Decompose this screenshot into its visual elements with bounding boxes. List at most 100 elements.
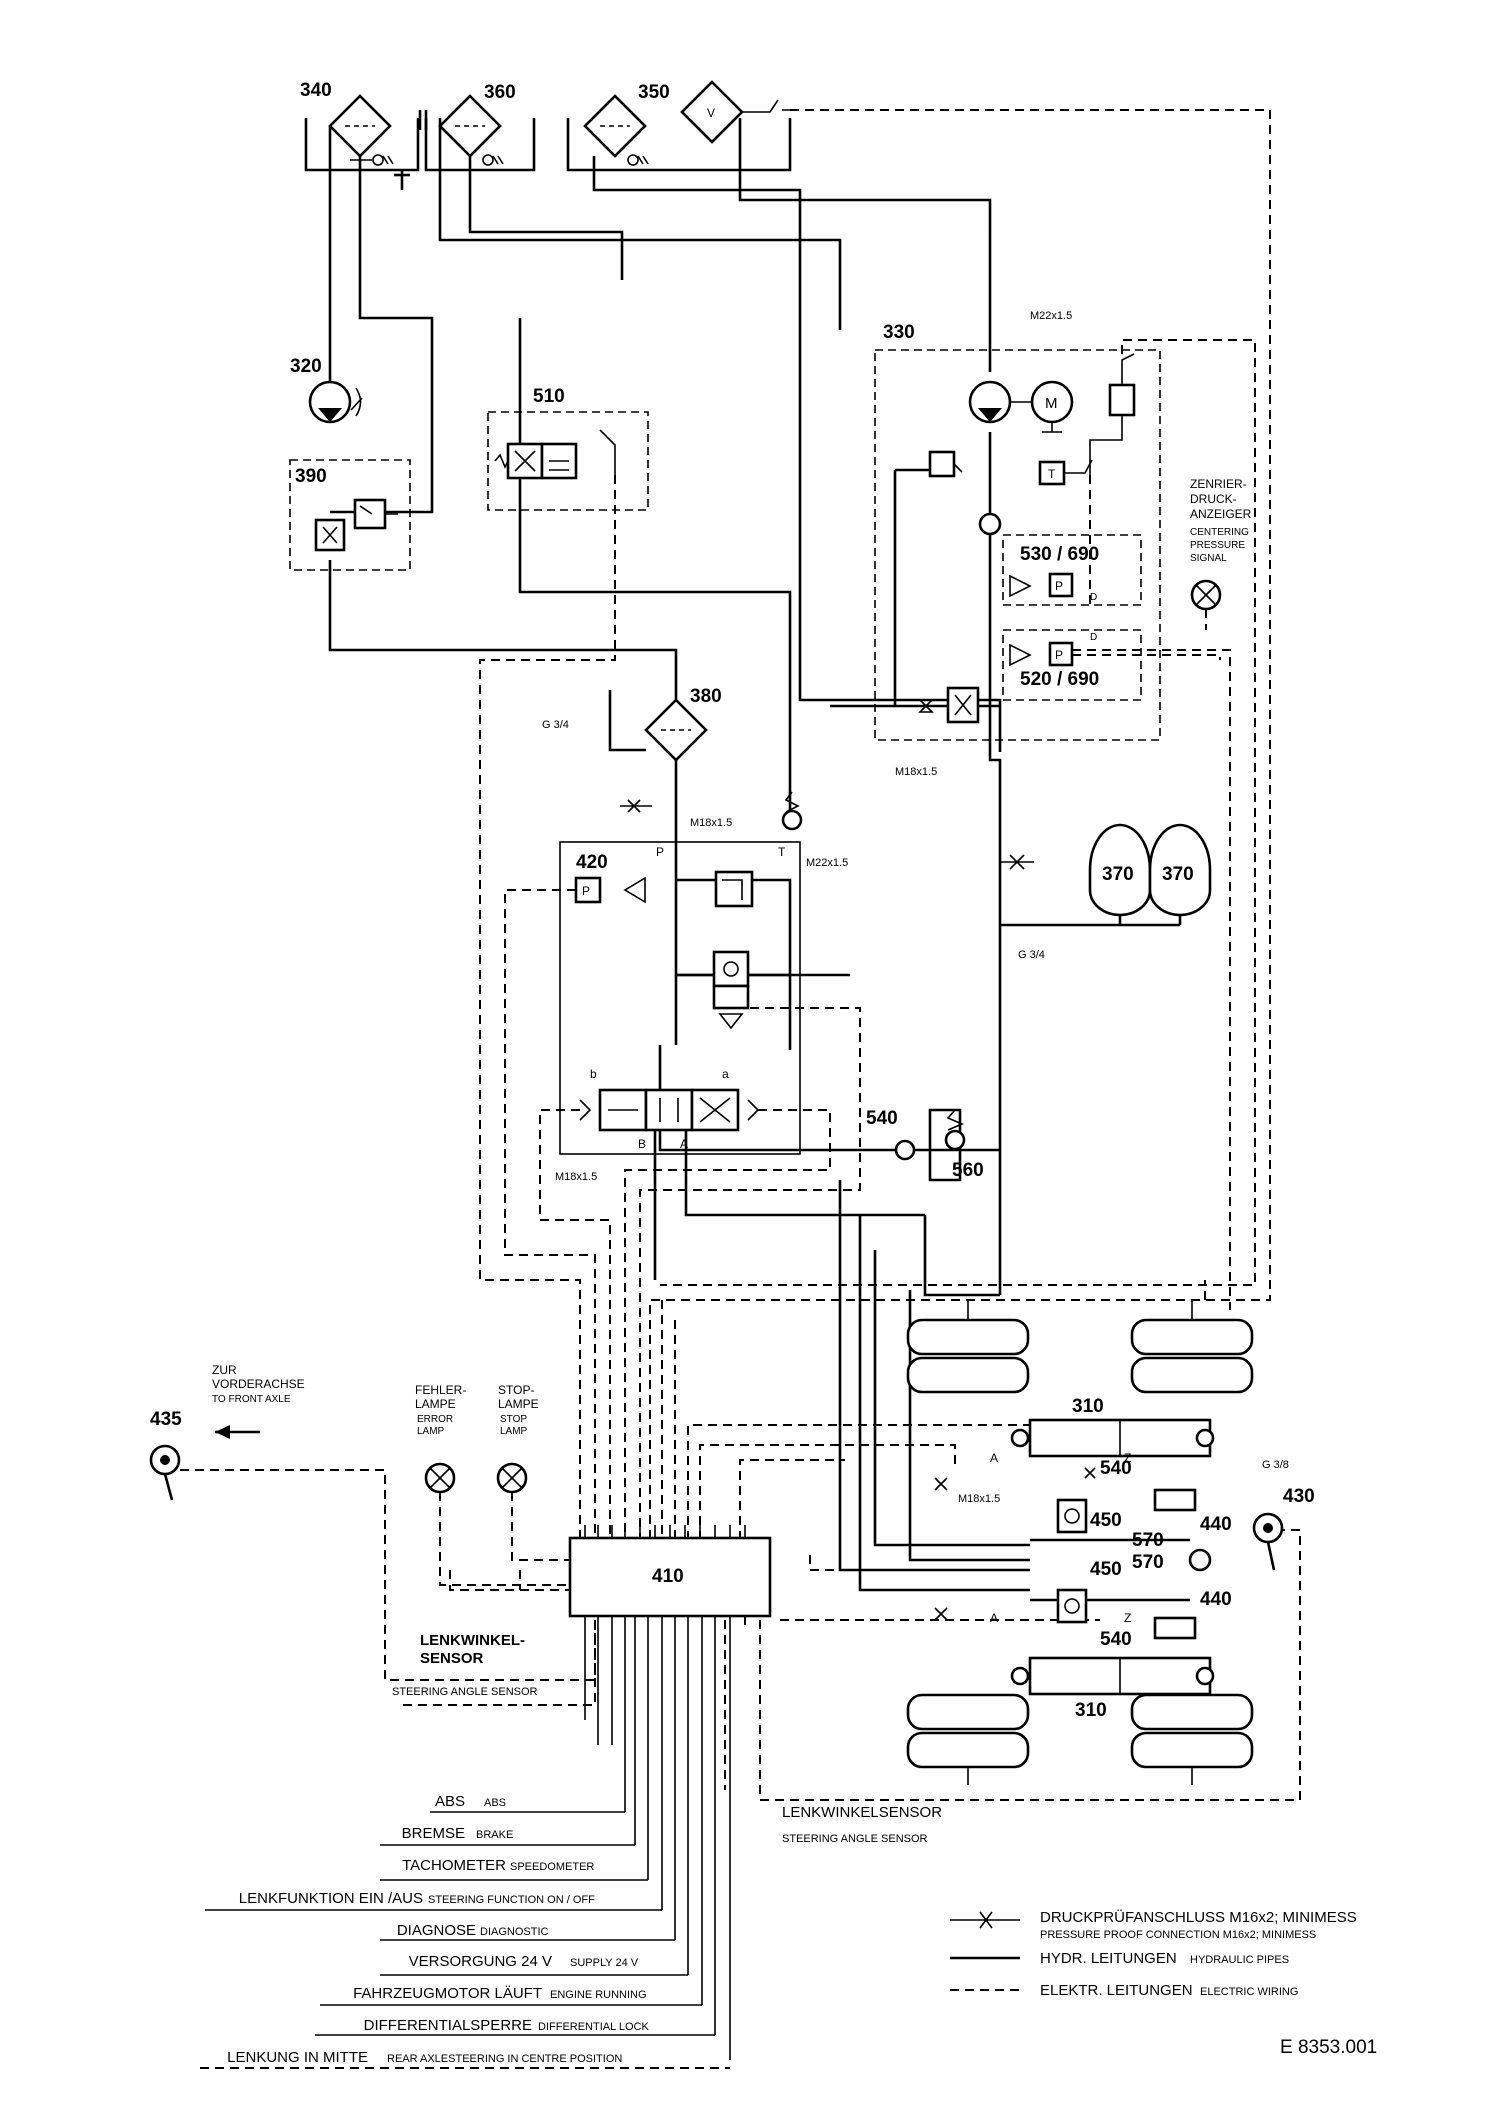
front-axle-de-1: ZUR: [212, 1363, 237, 1377]
solenoid-a-label: a: [722, 1067, 729, 1081]
error-lamp-de-2: LAMPE: [415, 1397, 456, 1411]
centering-en-1: CENTERING: [1190, 527, 1249, 538]
label-340: 340: [300, 80, 332, 101]
sensor-right-de: LENKWINKELSENSOR: [782, 1804, 942, 1821]
port-p: P: [656, 845, 664, 859]
svg-text:DIAGNOSTIC: DIAGNOSTIC: [480, 1926, 549, 1938]
front-axle-de-2: VORDERACHSE: [212, 1377, 305, 1391]
svg-text:SUPPLY 24 V: SUPPLY 24 V: [570, 1957, 639, 1969]
signal-speedometer: TACHOMETER SPEEDOMETER: [380, 1857, 648, 1881]
label-560: 560: [952, 1160, 984, 1181]
port-m22-t: M22x1.5: [806, 857, 848, 869]
port-a2: A: [990, 1611, 998, 1625]
d1-label: D: [1090, 632, 1097, 643]
port-g34-filter: G 3/4: [542, 719, 569, 731]
port-a: A: [680, 1137, 688, 1151]
solenoid-b-label: b: [590, 1067, 597, 1081]
rear-valves: 540 540 440 440 450 450 570 570 G 3/8 M1…: [934, 1451, 1289, 1650]
label-540-b: 540: [1100, 1458, 1132, 1479]
power-unit-330: 330 M22x1.5 M T 530 / 690 P D 520 / 690 …: [874, 310, 1161, 778]
signal-centre-position: LENKUNG IN MITTE REAR AXLESTEERING IN CE…: [200, 2049, 730, 2069]
signal-list: ABS ABS BREMSE BRAKE TACHOMETER SPEEDOME…: [200, 1793, 730, 2069]
port-m18-ab: M18x1.5: [555, 1171, 597, 1183]
label-540-a: 540: [866, 1108, 898, 1129]
svg-text:STEERING FUNCTION ON / OFF: STEERING FUNCTION ON / OFF: [428, 1894, 595, 1906]
signal-abs: ABS ABS: [430, 1793, 625, 1813]
error-lamp-en-2: LAMP: [417, 1426, 445, 1437]
label-330: 330: [883, 322, 915, 343]
valve-390: 390: [289, 459, 411, 571]
centering-de-1: ZENRIER-: [1190, 477, 1247, 491]
label-450-a: 450: [1090, 1510, 1122, 1531]
label-380: 380: [690, 686, 722, 707]
port-z1: Z: [1124, 1451, 1131, 1465]
label-510: 510: [533, 386, 565, 407]
stop-lamp-de-2: LAMPE: [498, 1397, 539, 1411]
label-430: 430: [1283, 1486, 1315, 1507]
stop-lamp-en-1: STOP: [500, 1414, 527, 1425]
legend-test-port-en: PRESSURE PROOF CONNECTION M16x2; MINIMES…: [1040, 1929, 1316, 1941]
label-540-c: 540: [1100, 1629, 1132, 1650]
signal-diagnostic: DIAGNOSE DIAGNOSTIC: [380, 1922, 675, 1941]
filter-check-valves: [350, 154, 649, 166]
legend-test-port-symbol: [950, 1911, 1020, 1929]
pressure-switch-label-3: P: [582, 884, 590, 898]
sensor-left-de-2: SENSOR: [420, 1650, 484, 1667]
sensor-left-en: STEERING ANGLE SENSOR: [392, 1686, 538, 1698]
valve-block-420: 420 P T M18x1.5 M22x1.5 P b a B A M18x1.…: [555, 791, 848, 1183]
valves-540-560: 540 560: [866, 1108, 984, 1181]
centering-pressure-signal: ZENRIER- DRUCK- ANZEIGER CENTERING PRESS…: [1190, 477, 1252, 611]
left-steering-sensor: LENKWINKEL- SENSOR STEERING ANGLE SENSOR: [392, 1632, 538, 1698]
filter-380: 380 G 3/4: [542, 686, 722, 813]
port-z2: Z: [1124, 1611, 1131, 1625]
error-lamp-en-1: ERROR: [417, 1414, 453, 1425]
legend-hydraulic-en: HYDRAULIC PIPES: [1190, 1954, 1289, 1966]
svg-text:LENKFUNKTION EIN /AUS: LENKFUNKTION EIN /AUS: [239, 1890, 423, 1907]
port-m18-p: M18x1.5: [690, 817, 732, 829]
centering-de-2: DRUCK-: [1190, 492, 1237, 506]
centering-en-3: SIGNAL: [1190, 553, 1227, 564]
port-g34-acc: G 3/4: [1018, 949, 1045, 961]
valve-510: 510: [487, 386, 649, 511]
pressure-switch-label-1: P: [1055, 579, 1063, 593]
signal-steering-on-off: LENKFUNKTION EIN /AUS STEERING FUNCTION …: [205, 1890, 662, 1911]
port-m18-rear: M18x1.5: [958, 1493, 1000, 1505]
svg-text:LENKUNG IN MITTE: LENKUNG IN MITTE: [227, 2049, 368, 2066]
svg-text:REAR AXLESTEERING IN CENTRE PO: REAR AXLESTEERING IN CENTRE POSITION: [387, 2053, 622, 2065]
label-440-b: 440: [1200, 1589, 1232, 1610]
svg-text:BREMSE: BREMSE: [402, 1825, 465, 1842]
port-a1: A: [990, 1451, 998, 1465]
svg-text:FAHRZEUGMOTOR LÄUFT: FAHRZEUGMOTOR LÄUFT: [353, 1985, 542, 2002]
port-m18-mid: M18x1.5: [895, 766, 937, 778]
label-350: 350: [638, 82, 670, 103]
rear-axle: 310 310 540 540 440 440 450 450 570 570 …: [906, 1300, 1315, 1785]
level-switch: V: [680, 80, 790, 144]
electric-wiring: [180, 109, 1301, 1801]
filter-360: 360: [438, 82, 516, 158]
label-310-a: 310: [1072, 1396, 1104, 1417]
filter-340: 340: [300, 80, 392, 158]
cylinders-310: 310 310: [1010, 1396, 1215, 1721]
label-570-b: 570: [1132, 1552, 1164, 1573]
sensor-left-de-1: LENKWINKEL-: [420, 1632, 525, 1649]
label-440-a: 440: [1200, 1514, 1232, 1535]
d2-label: D: [1090, 592, 1097, 603]
legend-hydraulic-de: HYDR. LEITUNGEN: [1040, 1950, 1177, 1967]
legend-electric-en: ELECTRIC WIRING: [1200, 1986, 1298, 1998]
filter-350: 350: [583, 82, 670, 158]
port-m22-top: M22x1.5: [1030, 310, 1072, 322]
label-370-a: 370: [1102, 864, 1134, 885]
label-520-690: 520 / 690: [1020, 669, 1099, 690]
pump-320: 320: [290, 356, 363, 424]
label-370-b: 370: [1162, 864, 1194, 885]
rear-tires: [906, 1300, 1254, 1785]
label-320: 320: [290, 356, 322, 377]
stop-lamp-de-1: STOP-: [498, 1383, 534, 1397]
centering-de-3: ANZEIGER: [1190, 507, 1252, 521]
svg-text:DIFFERENTIAL LOCK: DIFFERENTIAL LOCK: [538, 2021, 649, 2033]
stop-lamp-en-2: LAMP: [500, 1426, 528, 1437]
signal-differential-lock: DIFFERENTIALSPERRE DIFFERENTIAL LOCK: [315, 2017, 715, 2036]
port-b: B: [638, 1137, 646, 1151]
legend: DRUCKPRÜFANSCHLUSS M16x2; MINIMESS PRESS…: [950, 1908, 1357, 1999]
